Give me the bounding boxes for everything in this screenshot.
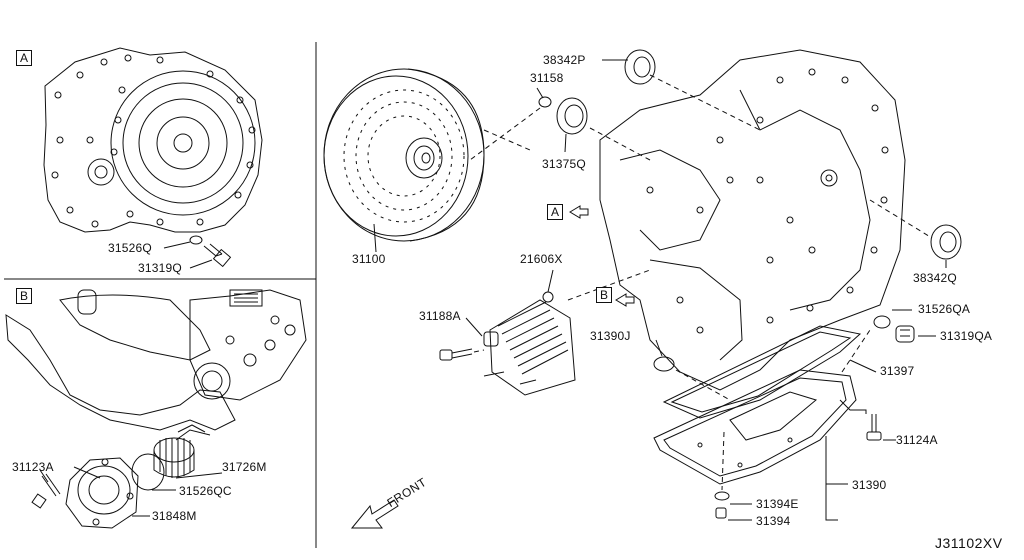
- bolt-shank-31319q: [203, 243, 223, 257]
- part-label-31394e: 31394E: [756, 497, 799, 511]
- part-label-31375q: 31375Q: [542, 157, 586, 171]
- part-label-31319qa: 31319QA: [940, 329, 993, 343]
- part-label-31390j: 31390J: [590, 329, 631, 343]
- inset-b-tag: B: [16, 288, 32, 304]
- inset-a-tag: A: [16, 50, 32, 66]
- part-label-31848m: 31848M: [152, 509, 197, 523]
- bolt-31123a: [31, 473, 61, 509]
- part-label-38342q: 38342Q: [913, 271, 957, 285]
- transmission-case: [599, 49, 906, 391]
- seal-31158: [538, 96, 552, 108]
- part-label-31394: 31394: [756, 514, 791, 528]
- bell-housing-illustration: [43, 47, 263, 269]
- view-marker-b: B: [596, 287, 612, 303]
- part-label-31526qa: 31526QA: [918, 302, 971, 316]
- part-label-31124a: 31124A: [896, 433, 938, 447]
- bolt-31124a: [866, 414, 882, 441]
- filter-assembly-illustration: [5, 289, 307, 529]
- bolt-holes: [51, 54, 256, 228]
- part-label-21606x: 21606X: [520, 252, 563, 266]
- oil-seal-31375q: [556, 97, 588, 135]
- part-label-31526qc: 31526QC: [179, 484, 232, 498]
- washer-31526qa: [873, 315, 891, 329]
- part-label-31390: 31390: [852, 478, 887, 492]
- view-marker-a: A: [547, 204, 563, 220]
- part-label-31158: 31158: [530, 71, 564, 85]
- pad-31390j: [653, 356, 675, 372]
- part-label-31526q: 31526Q: [108, 241, 152, 255]
- part-label-31397: 31397: [880, 364, 915, 378]
- part-label-31726m: 31726M: [222, 460, 267, 474]
- front-arrow-icon: [350, 499, 399, 529]
- o-ring-31526qc: [131, 453, 165, 491]
- bolt-31188a: [439, 348, 473, 361]
- drain-gasket-31394e: [714, 491, 730, 501]
- drain-plug-31394: [715, 507, 727, 519]
- part-label-31319q: 31319Q: [138, 261, 182, 275]
- oil-seal-38342p: [624, 49, 656, 85]
- oil-cooler-21606x: [483, 291, 576, 396]
- view-arrow-b: [615, 293, 635, 307]
- torque-converter-31100: [323, 68, 485, 253]
- plug-31319qa: [895, 325, 915, 343]
- part-label-31123a: 31123A: [12, 460, 54, 474]
- oil-seal-38342q: [930, 224, 962, 260]
- view-arrow-a: [569, 205, 589, 219]
- part-label-31100: 31100: [352, 252, 386, 266]
- part-label-31188a: 31188A: [419, 309, 461, 323]
- filter-cover-31848m: [65, 457, 139, 529]
- bolt-head-31319q: [212, 248, 232, 268]
- diagram-code: J31102XV: [935, 535, 1003, 551]
- washer-31526q: [189, 235, 203, 245]
- oil-pan-gasket-31397: [662, 325, 862, 419]
- part-label-38342p: 38342P: [543, 53, 586, 67]
- case-bolt-holes: [646, 68, 889, 334]
- oil-pan-31390: [653, 369, 857, 485]
- oil-filter-element-31726m: [153, 424, 211, 478]
